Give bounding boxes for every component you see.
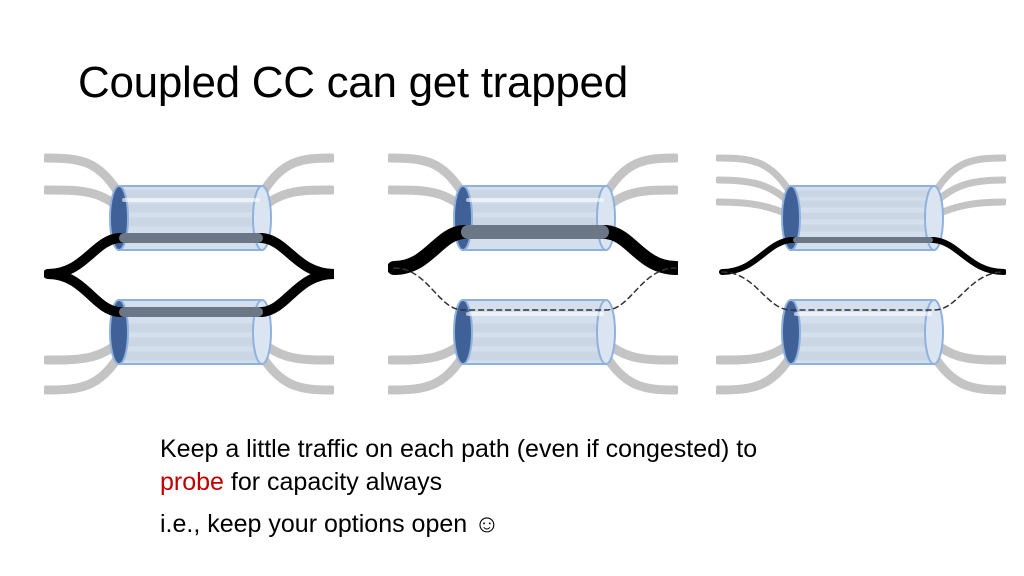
caption-line-3: i.e., keep your options open ☺	[160, 508, 757, 541]
caption-line-2-rest: for capacity always	[223, 468, 443, 496]
caption-line-3-text: i.e., keep your options open	[160, 510, 475, 538]
slide-title: Coupled CC can get trapped	[78, 58, 628, 107]
dashed-unused-flow	[721, 271, 1005, 311]
caption: Keep a little traffic on each path (even…	[160, 433, 757, 541]
diagram-both-paths-svg	[44, 153, 334, 395]
path-tube-top	[453, 185, 616, 251]
caption-line-1: Keep a little traffic on each path (even…	[160, 435, 758, 463]
smiley-icon: ☺	[474, 510, 500, 538]
probe-highlight: probe	[160, 468, 224, 496]
caption-line-2: probe for capacity always	[160, 466, 757, 499]
diagram-trapped-path-svg	[388, 153, 678, 395]
diagram-trapped-path	[388, 150, 678, 400]
diagram-both-paths	[44, 150, 334, 400]
dashed-unused-flow	[393, 267, 677, 311]
diagram-probe-path-svg	[716, 154, 1006, 395]
diagram-probe-path	[716, 150, 1006, 400]
